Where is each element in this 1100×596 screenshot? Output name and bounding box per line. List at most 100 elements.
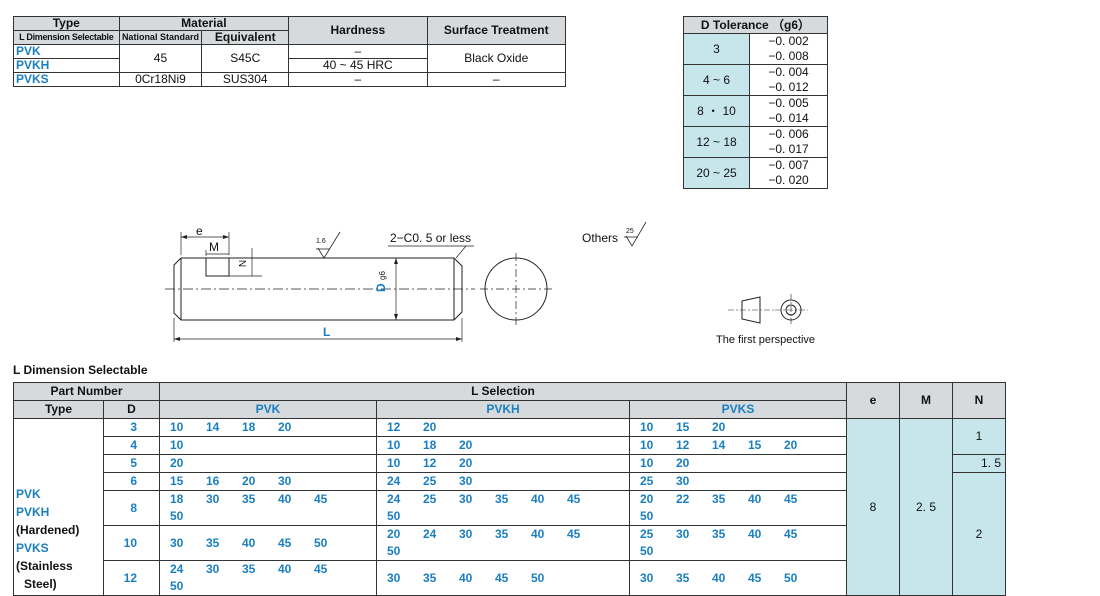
e-value: 8 xyxy=(846,418,900,596)
l-value: 10 xyxy=(387,456,401,470)
header-e: e xyxy=(846,382,900,419)
l-value: 20 xyxy=(676,456,690,470)
header-type: Type xyxy=(13,16,120,31)
header-pvk: PVK xyxy=(159,400,377,419)
l-value: 30 xyxy=(206,492,220,506)
l-value: 30 xyxy=(459,492,473,506)
l-value: 35 xyxy=(495,527,509,541)
l-value: 14 xyxy=(206,420,220,434)
hardness-pvks: – xyxy=(288,72,428,87)
l-value: 10 xyxy=(640,456,654,470)
l-value: 50 xyxy=(314,535,328,550)
header-equivalent: Equivalent xyxy=(201,30,290,45)
l-value: 35 xyxy=(423,570,437,585)
type-line: Steel) xyxy=(24,577,57,591)
l-values-pvk: 10 xyxy=(159,436,377,455)
l-value: 50 xyxy=(640,544,654,558)
l-value: 35 xyxy=(676,570,690,585)
l-value: 40 xyxy=(459,570,473,585)
l-selection-table: Part Number L Selection e M N Type D PVK… xyxy=(13,382,1006,596)
l-value: 35 xyxy=(495,492,509,506)
l-value: 35 xyxy=(712,492,726,506)
tolerance-table: D Tolerance （g6） 3 −0. 002−0. 008 4 ~ 6 … xyxy=(683,16,828,189)
header-l-selection: L Selection xyxy=(159,382,847,401)
type-line: PVKS xyxy=(16,541,49,555)
l-values-pvks: 10 20 xyxy=(629,454,847,473)
header-pvks: PVKS xyxy=(629,400,847,419)
tol-d: 20 ~ 25 xyxy=(683,157,750,189)
header-d: D xyxy=(103,400,160,419)
tol-value: −0. 006−0. 017 xyxy=(749,126,828,158)
d-cell: 4 xyxy=(103,436,160,455)
l-value: 40 xyxy=(278,562,292,576)
l-value: 25 xyxy=(423,474,437,488)
l-value: 24 xyxy=(170,562,184,576)
tol-value: −0. 002−0. 008 xyxy=(749,33,828,65)
l-value: 12 xyxy=(676,438,690,452)
l-values-pvk: 24 30 35 40 45 50 xyxy=(159,560,377,596)
l-value: 20 xyxy=(242,474,256,488)
l-value: 45 xyxy=(314,492,328,506)
equivalent-pvks: SUS304 xyxy=(201,72,290,87)
tol-value: −0. 005−0. 014 xyxy=(749,95,828,127)
l-value: 24 xyxy=(423,527,437,541)
l-value: 50 xyxy=(531,570,545,585)
l-value: 40 xyxy=(242,535,256,550)
l-value: 50 xyxy=(170,579,184,593)
l-value: 50 xyxy=(640,509,654,523)
type-line: PVKH xyxy=(16,505,50,519)
l-value: 20 xyxy=(278,420,292,434)
l-value: 15 xyxy=(170,474,184,488)
l-value: 40 xyxy=(748,492,762,506)
l-value: 15 xyxy=(676,420,690,434)
dim-n-label: N xyxy=(236,259,248,268)
d-cell: 12 xyxy=(103,560,160,596)
l-value: 20 xyxy=(423,420,437,434)
l-value: 45 xyxy=(278,535,292,550)
l-value: 10 xyxy=(640,420,654,434)
hardness-pvkh: 40 ~ 45 HRC xyxy=(288,58,428,73)
l-value: 40 xyxy=(712,570,726,585)
others-roughness: 25 xyxy=(626,228,634,235)
d-cell: 5 xyxy=(103,454,160,473)
d-cell: 10 xyxy=(103,525,160,561)
l-value: 20 xyxy=(170,456,184,470)
l-value: 35 xyxy=(242,562,256,576)
l-value: 50 xyxy=(170,509,184,523)
dim-d-label: D g6 xyxy=(374,271,388,292)
header-part-number: Part Number xyxy=(13,382,160,401)
projection-label: The first perspective xyxy=(716,334,816,346)
l-value: 18 xyxy=(170,492,184,506)
l-value: 30 xyxy=(676,527,690,541)
dim-m-label: M xyxy=(209,240,219,254)
l-value: 30 xyxy=(387,570,401,585)
tol-d: 3 xyxy=(683,33,750,65)
l-value: 45 xyxy=(567,527,581,541)
header-n: N xyxy=(952,382,1006,419)
type-line: (Stainless xyxy=(16,559,73,573)
tolerance-title: D Tolerance （g6） xyxy=(683,16,828,34)
n-value: 1. 5 xyxy=(952,454,1006,473)
l-value: 35 xyxy=(206,535,220,550)
equivalent-s45c: S45C xyxy=(201,44,290,73)
l-value: 10 xyxy=(640,438,654,452)
l-value: 10 xyxy=(170,438,184,452)
l-value: 45 xyxy=(314,562,328,576)
l-value: 18 xyxy=(242,420,256,434)
l-value: 30 xyxy=(206,562,220,576)
l-value: 30 xyxy=(459,474,473,488)
l-value: 24 xyxy=(387,492,401,506)
l-value: 14 xyxy=(712,438,726,452)
tol-value: −0. 004−0. 012 xyxy=(749,64,828,96)
